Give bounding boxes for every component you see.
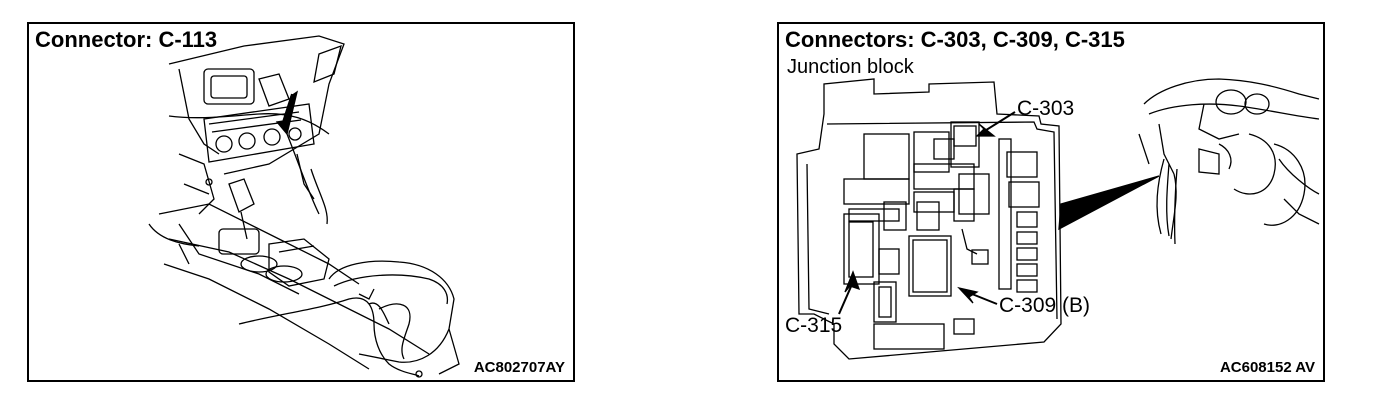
panel-title: Connectors: C-303, C-309, C-315 [785, 27, 1125, 52]
panel-subtitle: Junction block [787, 56, 914, 78]
callout-c309: C-309 (B) [999, 294, 1091, 317]
panel-title: Connector: C-113 [35, 27, 218, 52]
callout-c315: C-315 [785, 314, 843, 337]
figure-code: AC802707AY [473, 359, 565, 376]
diagram-panel-junction-block: Connectors: C-303, C-309, C-315 Junction… [777, 22, 1325, 382]
diagram-panel-c113: Connector: C-113 [27, 22, 575, 382]
callout-c303: C-303 [1017, 97, 1075, 120]
junction-block-illustration [796, 78, 1320, 360]
center-console-illustration [148, 35, 460, 378]
figure-code: AC608152 AV [1219, 359, 1315, 376]
